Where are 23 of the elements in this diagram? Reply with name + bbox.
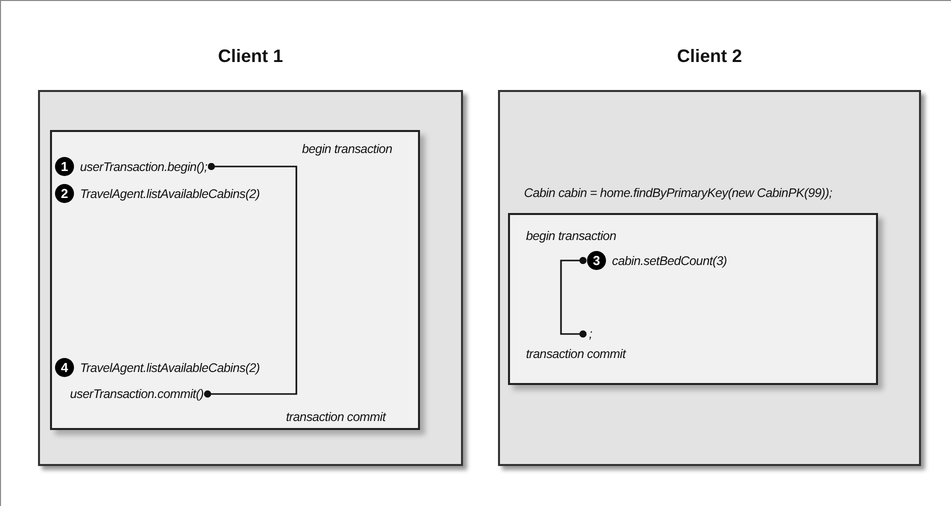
code-comment: transaction commit (526, 347, 626, 361)
code-statement: ; (583, 327, 592, 341)
code-comment: begin transaction (302, 142, 392, 156)
callout-number: 4 (55, 358, 74, 377)
code-statement (55, 358, 260, 377)
panel-title: Client 1 (216, 46, 284, 67)
code-comment: transaction commit (286, 410, 386, 424)
code-statement (55, 184, 260, 203)
code-text: cabin.setBedCount(3) (612, 254, 727, 268)
code-text: userTransaction.begin(); (80, 160, 208, 174)
code-text: TravelAgent.listAvailableCabins(2) (80, 186, 260, 200)
callout-number: 3 (587, 251, 606, 270)
code-text: TravelAgent.listAvailableCabins(2) (80, 360, 260, 374)
code-statement: Cabin cabin = home.findByPrimaryKey(new CabinPK(99)); (524, 186, 832, 200)
transaction-box (50, 130, 420, 430)
callout-number: 2 (55, 184, 74, 203)
bracket-connector (560, 256, 587, 338)
bracket-connector (204, 162, 298, 398)
callout-number: 1 (55, 157, 74, 176)
code-comment: begin transaction (526, 229, 616, 243)
transaction-box (508, 213, 878, 385)
panel-title: Client 2 (676, 46, 743, 67)
code-statement: userTransaction.commit() (70, 387, 208, 401)
